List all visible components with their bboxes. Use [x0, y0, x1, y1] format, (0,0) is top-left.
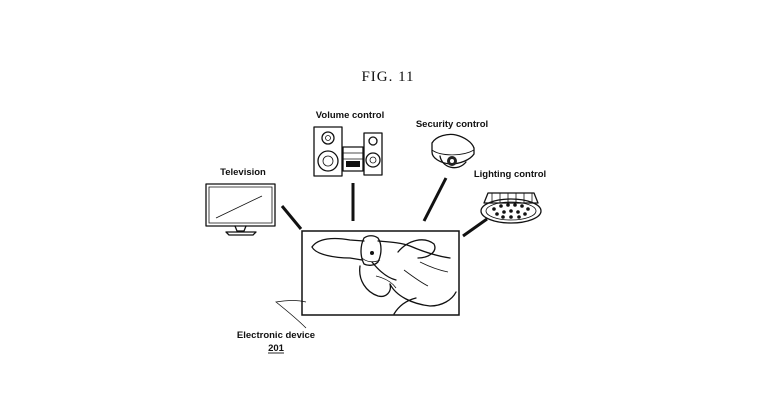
stereo-speakers-icon: [313, 126, 383, 177]
lighting-control-label: Lighting control: [474, 169, 546, 180]
figure-title: FIG. 11: [361, 69, 414, 85]
electronic-device-label: Electronic device: [237, 330, 315, 341]
electronic-device-reference: 201: [268, 343, 285, 354]
television-label: Television: [220, 167, 266, 178]
connector-television: [280, 205, 303, 230]
dome-camera-icon: [431, 133, 475, 169]
connector-security: [422, 177, 448, 222]
connector-lighting: [462, 217, 488, 238]
finger-ring-device-icon: [311, 235, 457, 315]
led-light-icon: [480, 192, 542, 224]
volume-control-label: Volume control: [316, 110, 384, 121]
central-device-frame: [301, 230, 460, 316]
television-icon: [205, 183, 276, 236]
security-control-label: Security control: [416, 119, 488, 130]
electronic-device-leader: [275, 300, 307, 329]
